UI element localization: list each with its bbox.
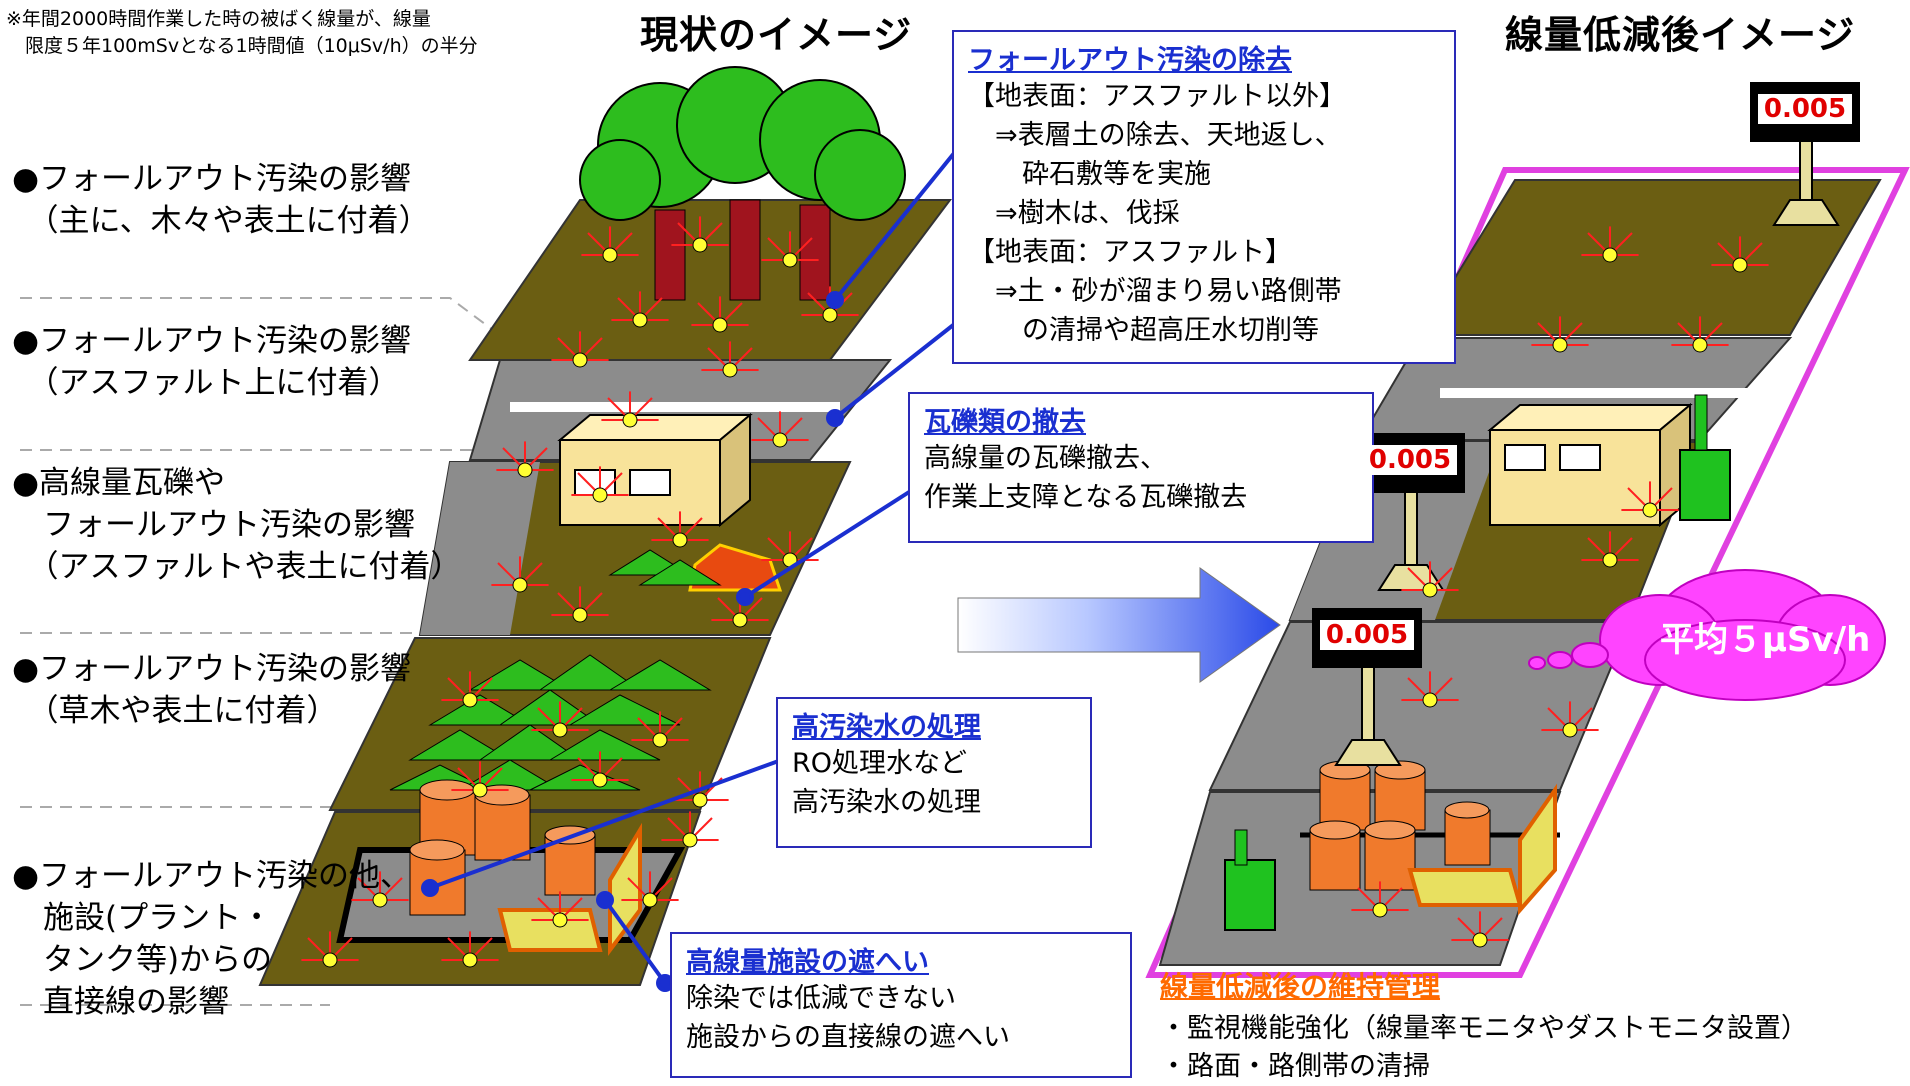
box-shield-heading: 高線量施設の遮へい [686, 947, 929, 978]
radiation-source-icon [496, 441, 554, 478]
box-rubble-removal: 瓦礫類の撤去 高線量の瓦礫撤去、 作業上支障となる瓦礫撤去 [908, 392, 1374, 543]
radiation-source-icon [441, 671, 499, 708]
box-rubble-body: 高線量の瓦礫撤去、 作業上支障となる瓦礫撤去 [924, 443, 1248, 513]
dose-note: ※年間2000時間作業した時の被ばく線量が、線量 限度５年100mSvとなる1時… [6, 8, 478, 57]
label-facility: ●フォールアウト汚染の他、 施設(プラント・ タンク等)からの 直接線の影響 [12, 858, 412, 1020]
radiation-source-icon [451, 761, 509, 798]
radiation-source-icon [1401, 671, 1459, 708]
radiation-source-icon [651, 511, 709, 548]
radiation-source-icon [621, 871, 679, 908]
title-after: 線量低減後イメージ [1505, 13, 1856, 57]
title-current: 現状のイメージ [640, 13, 913, 57]
radiation-source-icon [691, 296, 749, 333]
box-water-body: RO処理水など 高汚染水の処理 [792, 748, 981, 818]
box-rubble-heading: 瓦礫類の撤去 [924, 407, 1086, 438]
monitor-reading-middle: 0.005 [1363, 445, 1457, 475]
box-shield-body: 除染では低減できない 施設からの直接線の遮へい [686, 983, 1010, 1053]
radiation-source-icon [301, 931, 359, 968]
radiation-source-icon [761, 231, 819, 268]
box-fallout-heading: フォールアウト汚染の除去 [968, 45, 1292, 76]
radiation-source-icon [571, 751, 629, 788]
radiation-source-icon [1711, 236, 1769, 273]
box-water-heading: 高汚染水の処理 [792, 712, 981, 743]
dose-cloud [1528, 569, 1886, 701]
radiation-source-icon [1401, 561, 1459, 598]
radiation-source-icon [1531, 316, 1589, 353]
maintenance-heading: 線量低減後の維持管理 [1160, 970, 1441, 1003]
monitor-reading-bottom: 0.005 [1320, 620, 1414, 650]
radiation-source-icon [551, 331, 609, 368]
radiation-source-icon [711, 591, 769, 628]
radiation-sources-current [301, 216, 859, 968]
radiation-source-icon [1671, 316, 1729, 353]
radiation-source-icon [1451, 911, 1509, 948]
radiation-source-icon [751, 411, 809, 448]
radiation-source-icon [631, 711, 689, 748]
radiation-source-icon [571, 466, 629, 503]
monitor-reading-top: 0.005 [1758, 94, 1852, 124]
label-fallout-trees: ●フォールアウト汚染の影響 （主に、木々や表土に付着） [12, 161, 430, 239]
label-fallout-asphalt: ●フォールアウト汚染の影響 （アスファルト上に付着） [12, 323, 412, 401]
radiation-source-icon [1351, 881, 1409, 918]
radiation-source-icon [491, 556, 549, 593]
box-fallout-removal: フォールアウト汚染の除去 【地表面：アスファルト以外】 ⇒表層土の除去、天地返し… [952, 30, 1456, 364]
radiation-source-icon [1541, 701, 1599, 738]
average-dose-label: 平均５μSv/h [1660, 620, 1871, 660]
radiation-source-icon [531, 701, 589, 738]
rubble-pile [608, 543, 783, 592]
radiation-source-icon [601, 391, 659, 428]
box-fallout-body: 【地表面：アスファルト以外】 ⇒表層土の除去、天地返し、 砕石敷等を実施 ⇒樹木… [968, 81, 1346, 346]
radiation-source-icon [581, 226, 639, 263]
radiation-source-icon [351, 871, 409, 908]
radiation-source-icon [671, 771, 729, 808]
box-water-treatment: 高汚染水の処理 RO処理水など 高汚染水の処理 [776, 697, 1092, 848]
radiation-source-icon [611, 291, 669, 328]
radiation-source-icon [701, 341, 759, 378]
tanks-after [1309, 760, 1557, 916]
radiation-source-icon [1581, 531, 1639, 568]
radiation-source-icon [1621, 481, 1679, 518]
radiation-source-icon [671, 216, 729, 253]
radiation-source-icon [661, 811, 719, 848]
radiation-source-icon [1581, 226, 1639, 263]
transition-arrow [957, 567, 1281, 683]
box-shielding: 高線量施設の遮へい 除染では低減できない 施設からの直接線の遮へい [670, 932, 1132, 1078]
radiation-source-icon [531, 891, 589, 928]
radiation-source-icon [441, 931, 499, 968]
maintenance-items: ・監視機能強化（線量率モニタやダストモニタ設置） ・路面・路側帯の清掃 [1160, 1013, 1808, 1082]
radiation-sources-after [1351, 226, 1769, 948]
label-rubble: ●高線量瓦礫や フォールアウト汚染の影響 （アスファルトや表土に付着） [12, 465, 462, 585]
trees [579, 66, 906, 301]
building-current [557, 412, 753, 528]
layer-forest [468, 199, 952, 361]
radiation-source-icon [551, 586, 609, 623]
label-fallout-grass: ●フォールアウト汚染の影響 （草木や表土に付着） [12, 651, 412, 729]
